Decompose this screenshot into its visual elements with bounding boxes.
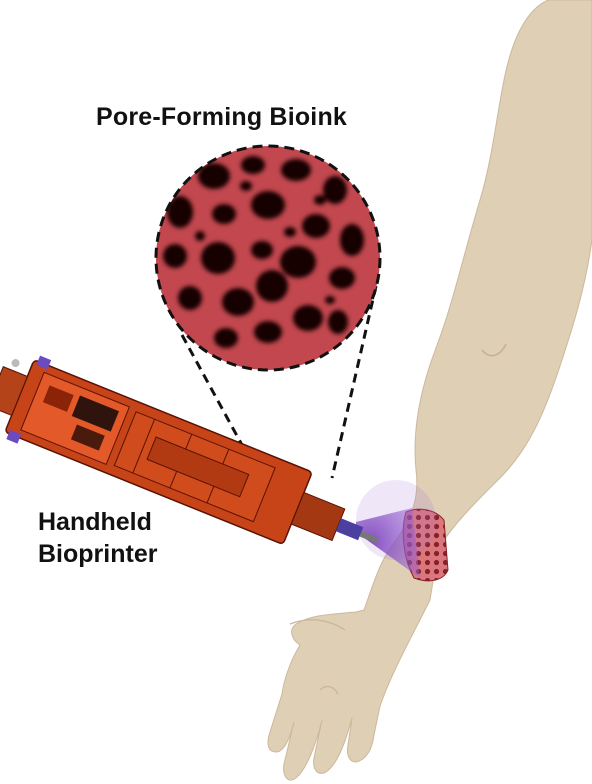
printer-label: Handheld Bioprinter [38, 506, 157, 570]
printer-label-line1: Handheld [38, 506, 157, 538]
magnified-bioink-circle [156, 146, 380, 370]
bioink-title: Pore-Forming Bioink [96, 103, 347, 132]
printer-label-line2: Bioprinter [38, 538, 157, 570]
